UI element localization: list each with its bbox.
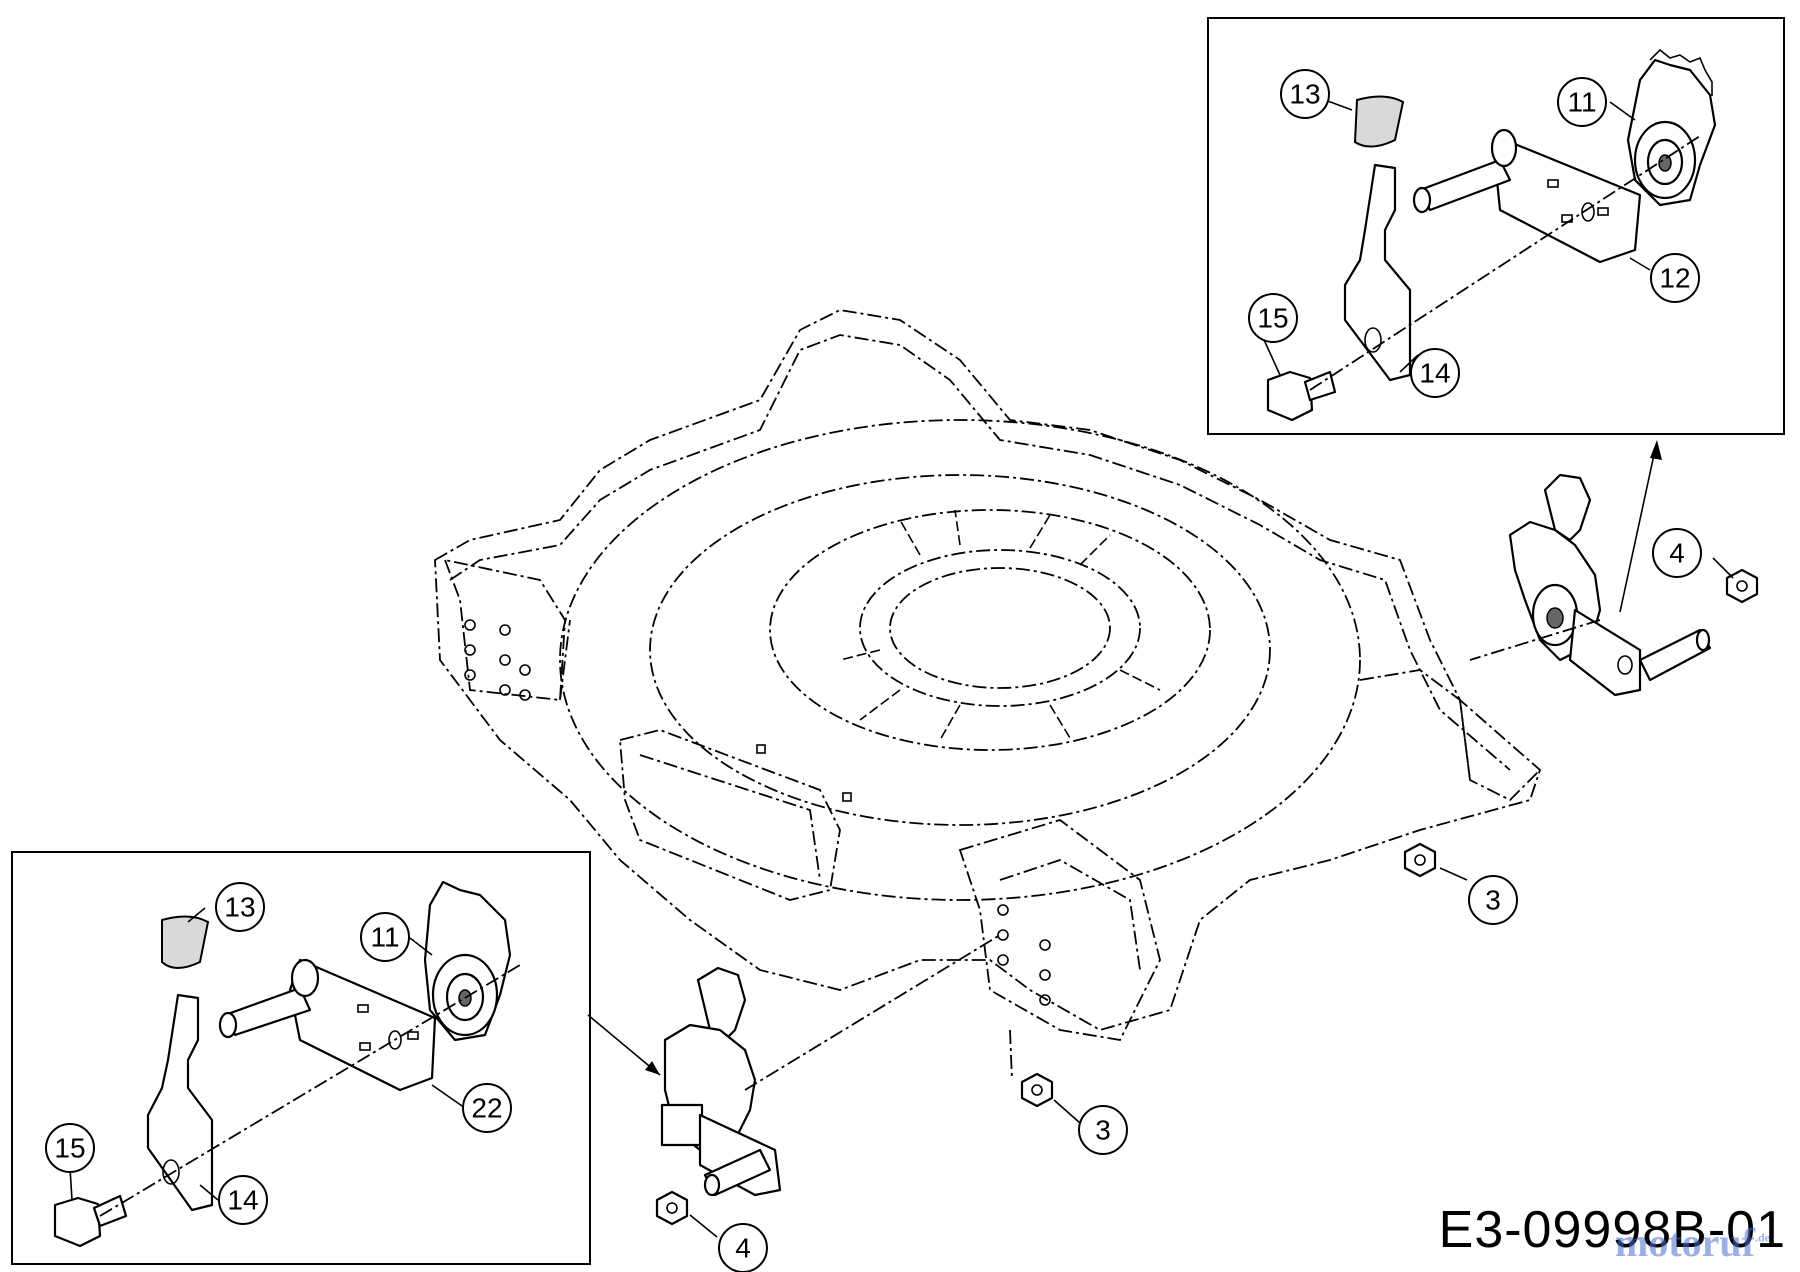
- nut-4-front: [655, 1190, 689, 1226]
- nut-4-rear: [1725, 568, 1759, 604]
- svg-text:4: 4: [735, 1233, 751, 1264]
- callout-13-rear: 13: [1280, 69, 1330, 119]
- svg-text:14: 14: [227, 1185, 258, 1216]
- detail-box-rear: [1207, 17, 1785, 435]
- callout-11-rear: 11: [1557, 77, 1607, 127]
- nut-3-front: [1020, 1072, 1054, 1108]
- callout-15-rear: 15: [1248, 293, 1298, 343]
- detail-box-front: [11, 851, 591, 1265]
- svg-text:3: 3: [1095, 1115, 1111, 1146]
- svg-text:15: 15: [54, 1133, 85, 1164]
- callout-14-front: 14: [218, 1175, 268, 1225]
- svg-text:22: 22: [471, 1093, 502, 1124]
- callout-3-front: 3: [1078, 1105, 1128, 1155]
- callout-4-rear: 4: [1652, 528, 1702, 578]
- callout-14-rear: 14: [1410, 348, 1460, 398]
- callout-22: 22: [462, 1083, 512, 1133]
- callout-3-rear: 3: [1468, 875, 1518, 925]
- callout-15-front: 15: [45, 1123, 95, 1173]
- callout-4-front: 4: [718, 1223, 768, 1272]
- svg-text:4: 4: [1669, 538, 1685, 569]
- rear-height-adjuster: [1508, 473, 1712, 697]
- leader-lines: [69, 99, 1734, 1238]
- callout-13-front: 13: [215, 882, 265, 932]
- svg-text:12: 12: [1659, 263, 1690, 294]
- callout-12: 12: [1650, 253, 1700, 303]
- svg-text:14: 14: [1419, 358, 1450, 389]
- svg-text:11: 11: [370, 922, 399, 953]
- callout-11-front: 11: [360, 912, 410, 962]
- mower-deck: [434, 309, 1542, 1041]
- svg-text:13: 13: [224, 892, 255, 923]
- drawing-code: E3-09998B-01: [1438, 1201, 1786, 1259]
- front-height-adjuster: [660, 966, 782, 1197]
- svg-text:15: 15: [1257, 303, 1288, 334]
- svg-text:13: 13: [1289, 79, 1320, 110]
- svg-text:3: 3: [1485, 885, 1501, 916]
- watermark-logo: motoruf.de: [1615, 1220, 1770, 1265]
- assembly-lines: [587, 440, 1662, 1091]
- nut-3-rear: [1403, 842, 1437, 878]
- svg-text:11: 11: [1567, 87, 1596, 118]
